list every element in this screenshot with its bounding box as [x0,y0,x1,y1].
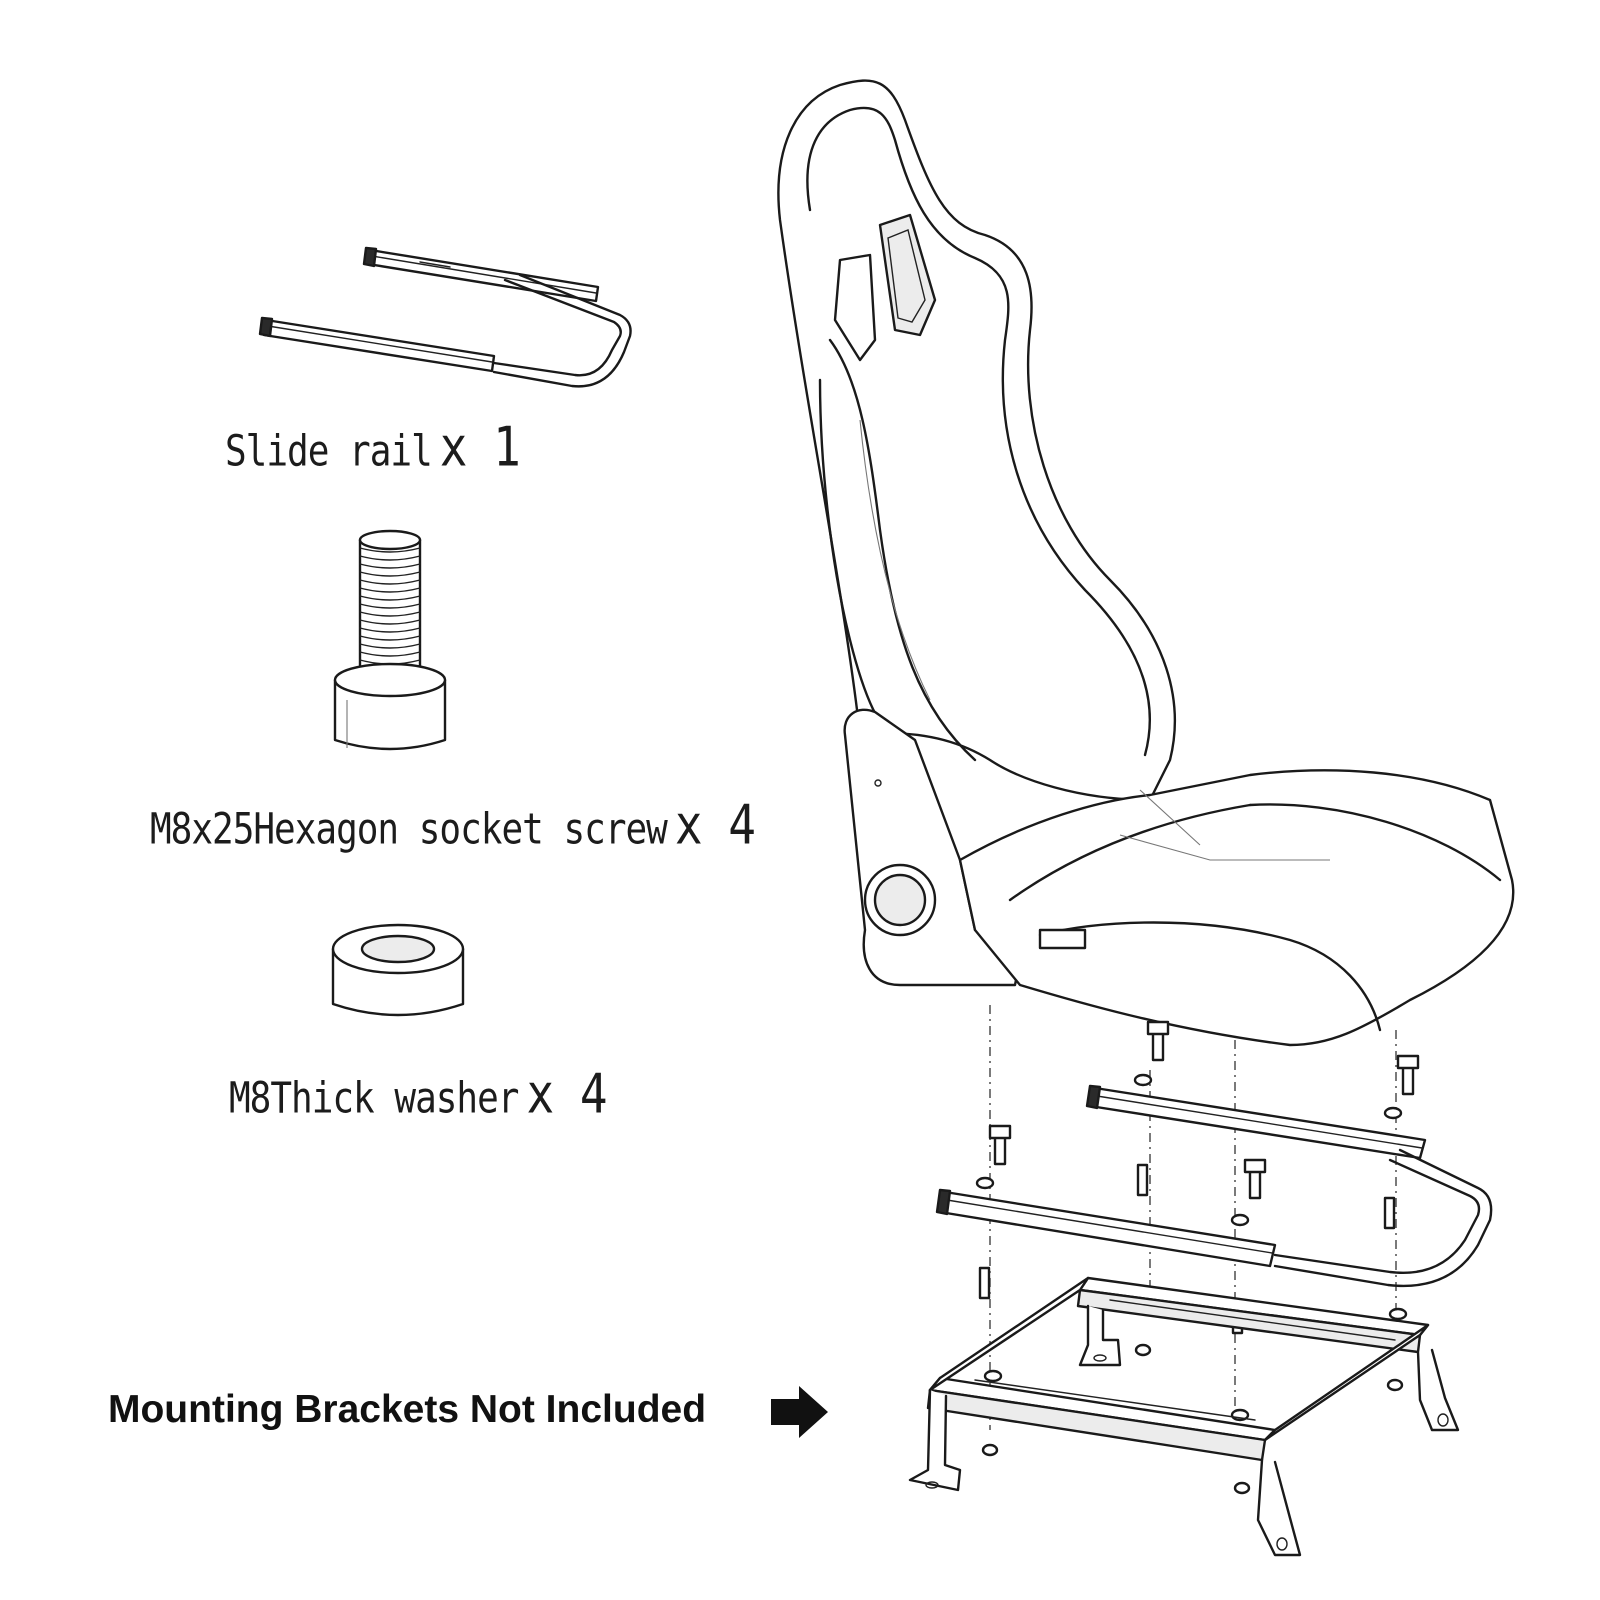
screw-qty: x 4 [674,793,756,857]
mounting-bracket [910,1278,1458,1555]
washer-illustration [333,925,463,1015]
mounting-brackets-notice: Mounting Brackets Not Included [108,1388,707,1431]
slide-rail-qty: x 1 [439,415,521,479]
washer-name: M8Thick washer [229,1074,519,1124]
seat-illustration [778,81,1513,1045]
arrow-right-icon [771,1386,828,1438]
seat-rails [937,1086,1491,1286]
screw-name: M8x25Hexagon socket screw [150,805,668,855]
slide-rail-illustration [260,248,631,386]
washer-qty: x 4 [526,1062,607,1126]
screw-illustration [335,531,445,749]
slide-rail-name: Slide rail [225,427,433,477]
